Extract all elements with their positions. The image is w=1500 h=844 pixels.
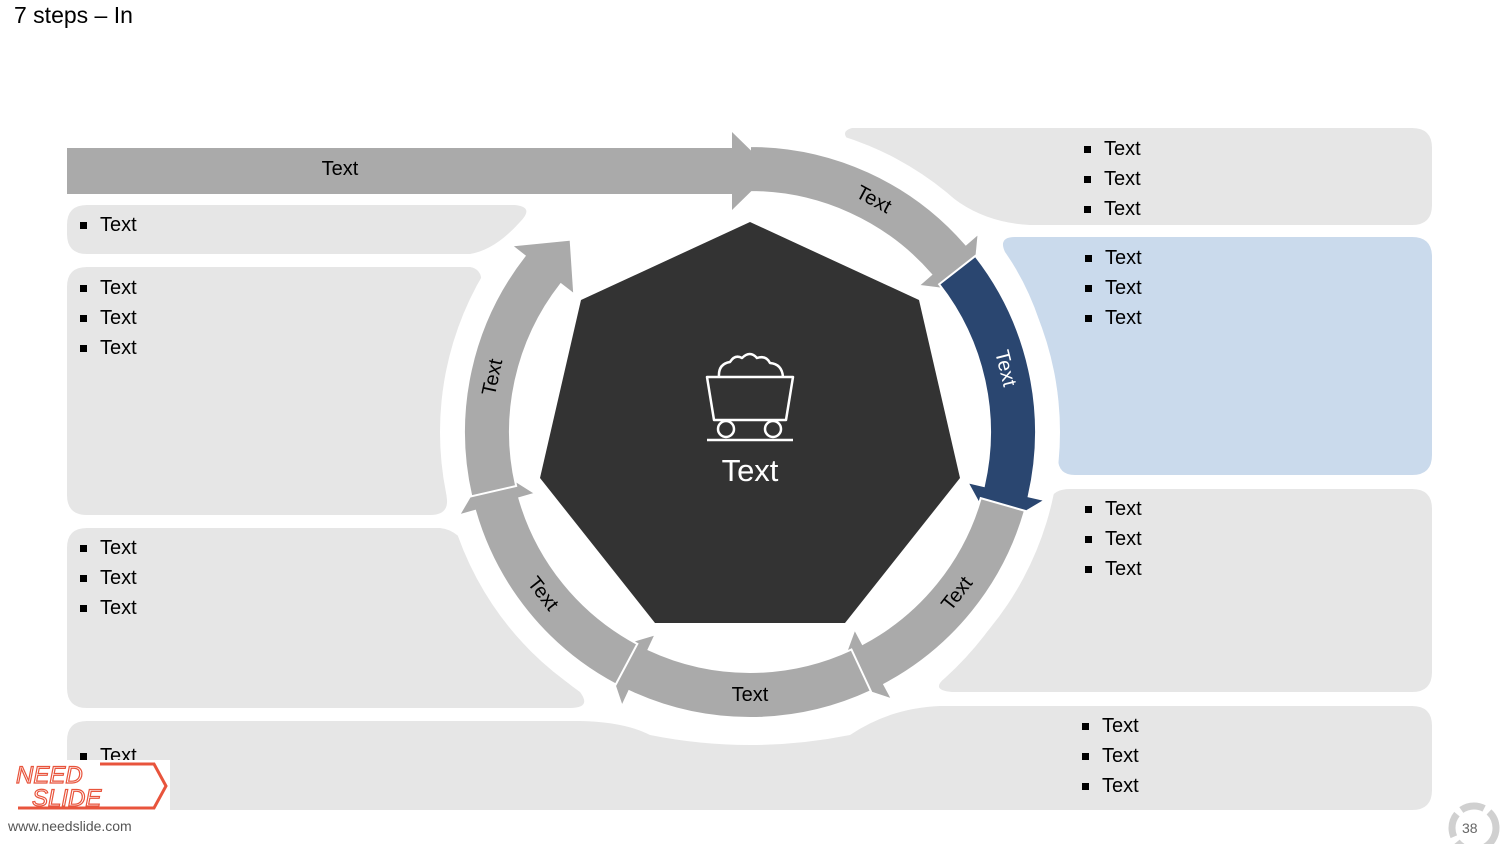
bullet-item: Text: [1082, 134, 1141, 164]
panel-left-top: [67, 205, 527, 254]
footer-url: www.needslide.com: [8, 818, 132, 834]
logo-text-line1: NEED: [16, 762, 83, 789]
bullet-item: Text: [1083, 303, 1142, 333]
logo-text-line2: SLIDE: [32, 785, 102, 812]
left-bottom-bullets: Text Text Text: [78, 533, 137, 623]
slide-title: 7 steps – In: [14, 2, 133, 28]
panel-right-middle: [938, 489, 1432, 692]
bullet-item: Text: [78, 563, 137, 593]
center-label: Text: [721, 453, 779, 488]
bullet-item: Text: [1083, 524, 1142, 554]
panel-right-highlight: [1002, 237, 1432, 475]
needslide-logo: NEED SLIDE: [8, 760, 170, 816]
panel-left-middle: [67, 267, 482, 515]
mine-cart-icon: [705, 352, 795, 442]
left-top-bullets: Text: [78, 210, 137, 240]
center-heptagon: [540, 222, 960, 623]
bullet-item: Text: [1082, 194, 1141, 224]
bullet-item: Text: [1080, 741, 1139, 771]
bullet-item: Text: [1083, 554, 1142, 584]
bullet-item: Text: [1083, 494, 1142, 524]
bullet-item: Text: [78, 273, 137, 303]
ring-step-label-4: Text: [732, 684, 769, 706]
right-bottom-bullets: Text Text Text: [1080, 711, 1139, 801]
bullet-item: Text: [1083, 243, 1142, 273]
right-highlight-bullets: Text Text Text: [1083, 243, 1142, 333]
right-middle-bullets: Text Text Text: [1083, 494, 1142, 584]
panel-bottom-wide: [67, 706, 1432, 810]
cycle-arrows-icon: [1448, 802, 1500, 844]
right-top-bullets: Text Text Text: [1082, 134, 1141, 224]
bullet-item: Text: [78, 303, 137, 333]
bullet-item: Text: [78, 333, 137, 363]
left-middle-bullets: Text Text Text: [78, 273, 137, 363]
bullet-item: Text: [78, 593, 137, 623]
bullet-item: Text: [78, 533, 137, 563]
bullet-item: Text: [1082, 164, 1141, 194]
bullet-item: Text: [1080, 711, 1139, 741]
ring-arrows: [456, 144, 1048, 719]
bullet-item: Text: [1083, 273, 1142, 303]
top-entry-arrow: [67, 132, 772, 210]
top-arrow-label: Text: [321, 158, 359, 180]
page-number: 38: [1462, 820, 1478, 836]
bullet-item: Text: [78, 210, 137, 240]
panel-right-top: [845, 128, 1432, 225]
ring-arrow-6: [463, 238, 576, 498]
bullet-item: Text: [1080, 771, 1139, 801]
panel-left-bottom: [67, 528, 585, 708]
